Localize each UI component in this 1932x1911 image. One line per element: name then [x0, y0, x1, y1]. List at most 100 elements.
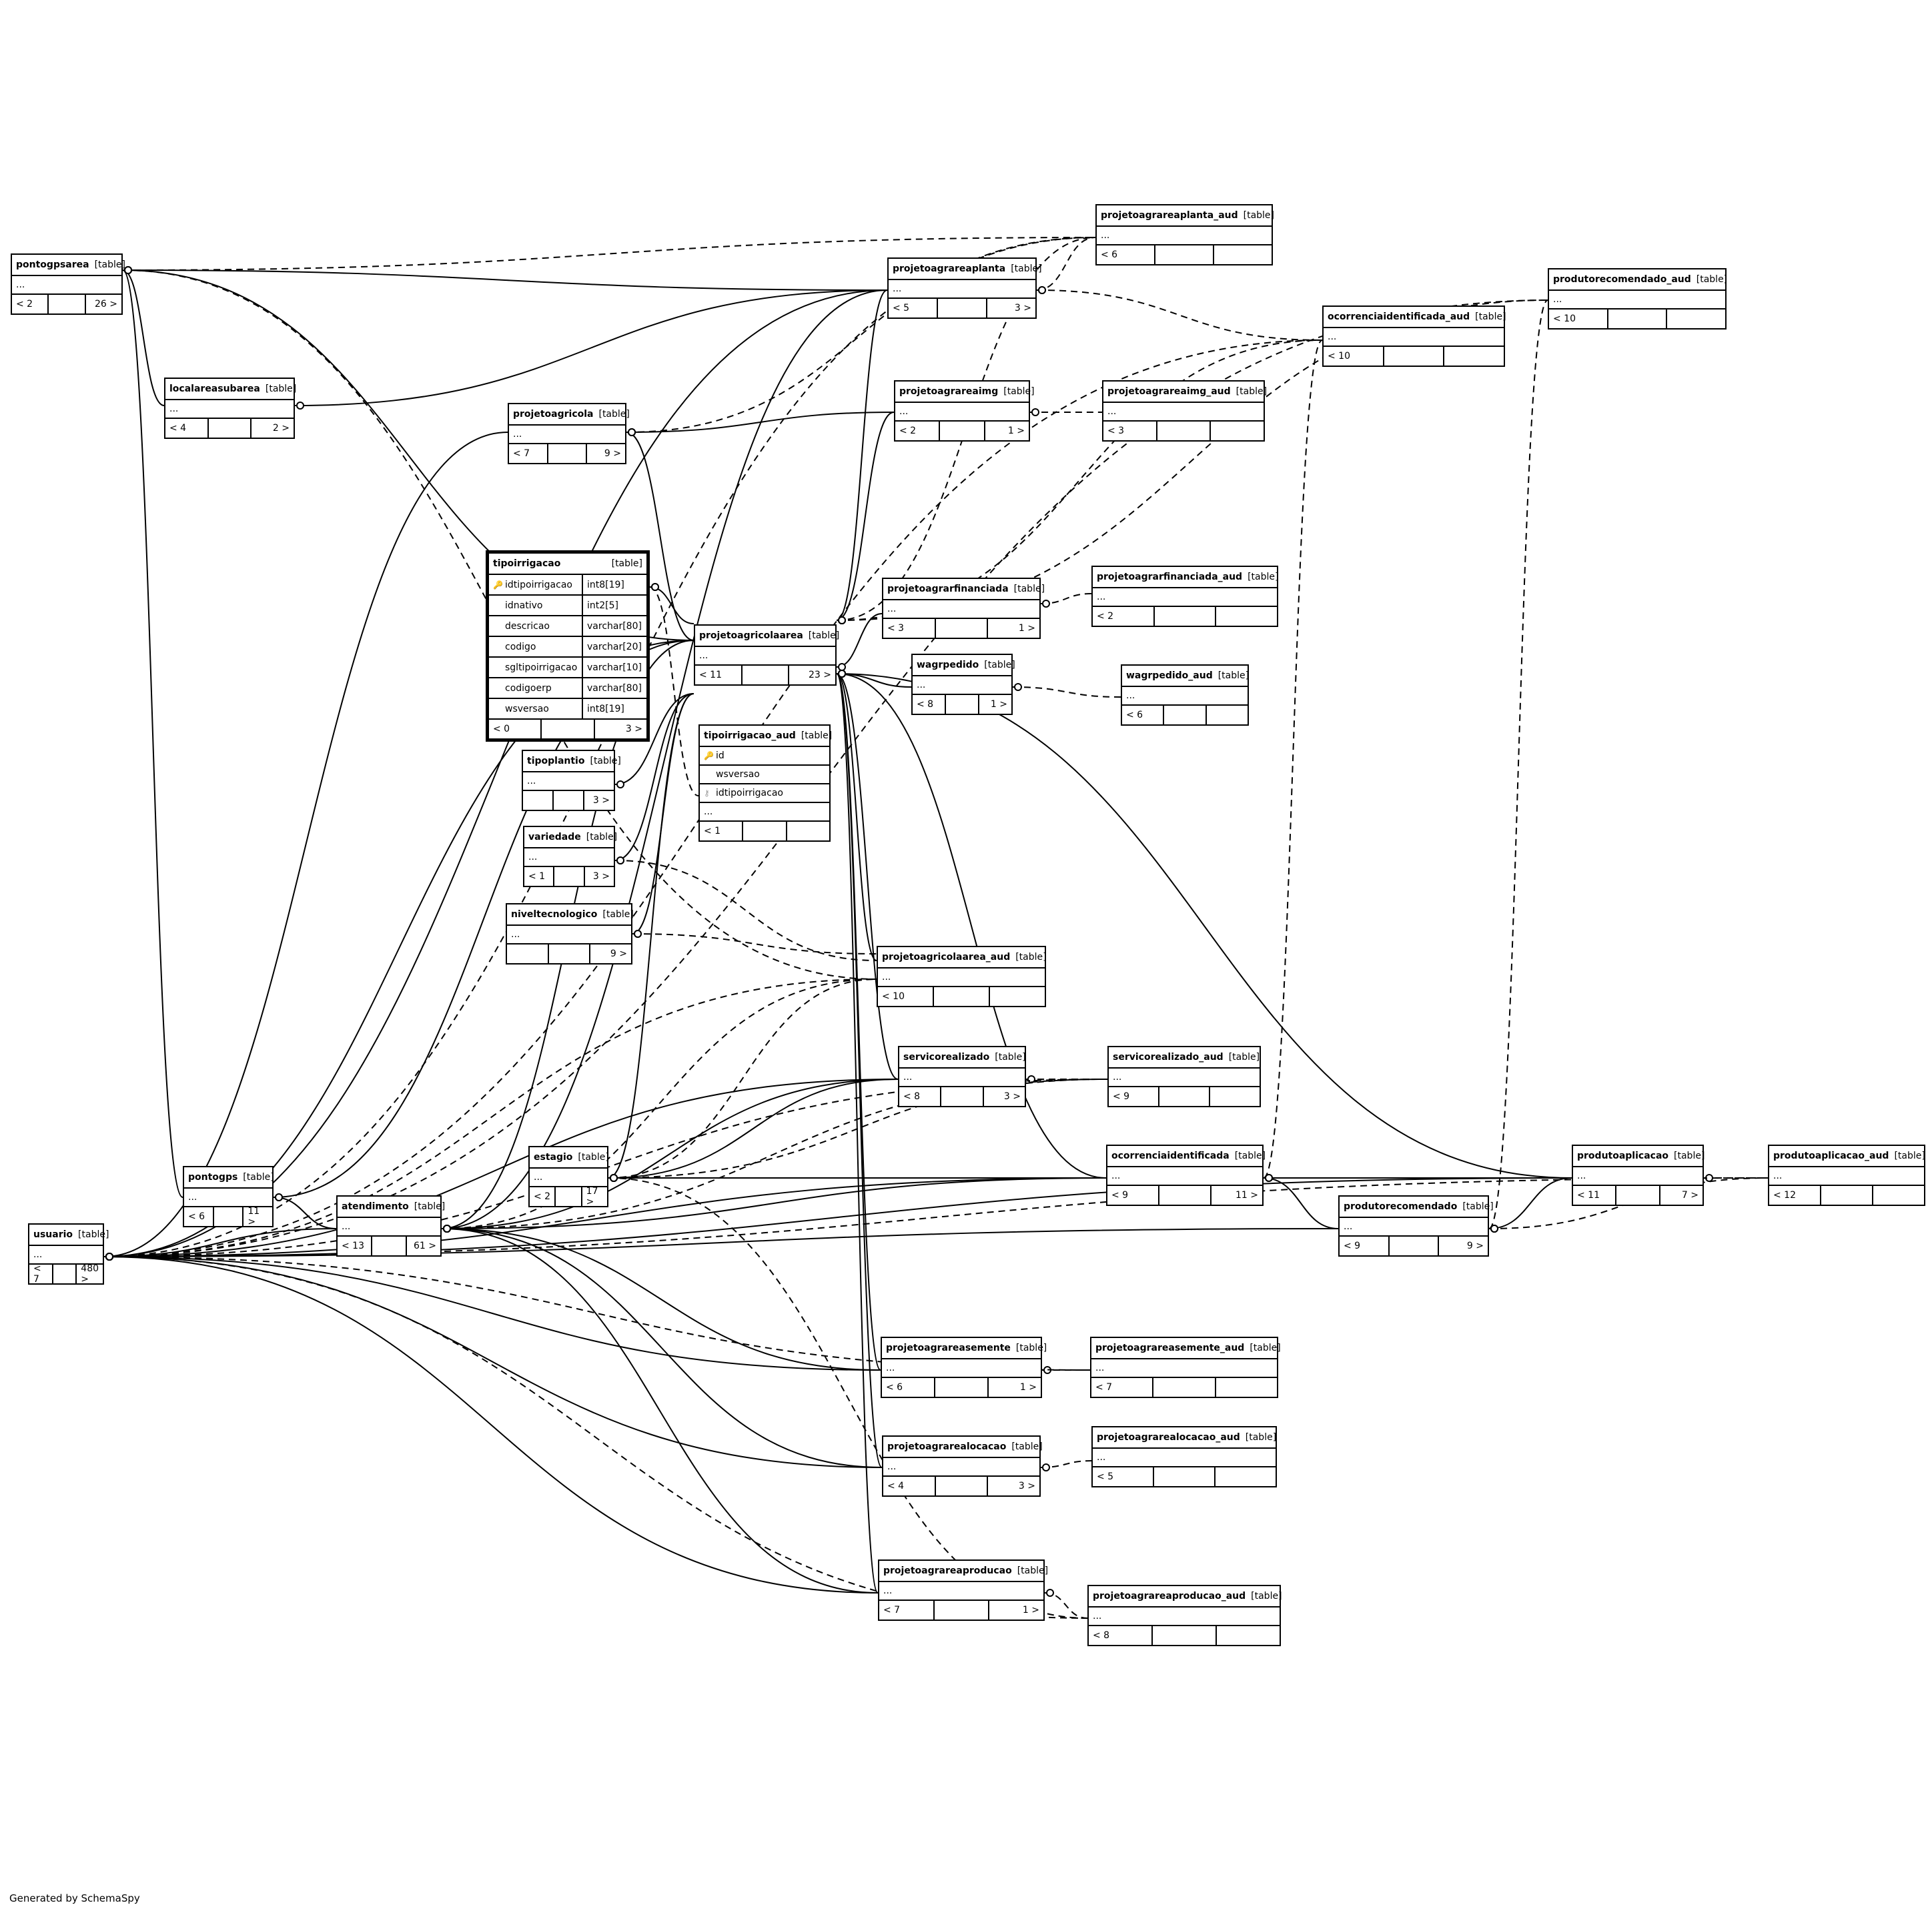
parents-count[interactable]: < 11	[1577, 1190, 1600, 1201]
parents-count[interactable]: < 3	[887, 623, 905, 634]
parents-count[interactable]: < 13	[342, 1241, 364, 1251]
table-projetoagrareaimg_aud[interactable]: projetoagrareaimg_aud[table] ... < 3	[1102, 380, 1267, 442]
parents-count[interactable]	[507, 944, 548, 963]
parents-count[interactable]: < 6	[1126, 710, 1143, 720]
table-ocorrenciaidentificada_aud[interactable]: ocorrenciaidentificada_aud[table] ... < …	[1322, 305, 1506, 367]
parents-count[interactable]: < 3	[1107, 426, 1125, 436]
children-count[interactable]: 1 >	[988, 1601, 1043, 1620]
children-count[interactable]	[1214, 1378, 1277, 1397]
parents-count[interactable]: < 12	[1773, 1190, 1796, 1201]
children-count[interactable]: 3 >	[583, 867, 614, 886]
children-count[interactable]: 1 >	[978, 695, 1011, 714]
table-produtoaplicacao_aud[interactable]: produtoaplicacao_aud[table] ... < 12	[1768, 1145, 1925, 1206]
children-count[interactable]: 9 >	[1438, 1237, 1488, 1255]
children-count[interactable]	[1214, 1467, 1276, 1486]
children-count[interactable]	[989, 987, 1045, 1006]
parents-count[interactable]: < 2	[899, 426, 917, 436]
parents-count[interactable]: < 7	[513, 448, 530, 459]
children-count[interactable]	[1205, 706, 1248, 724]
parents-count[interactable]: < 1	[528, 871, 546, 882]
children-count[interactable]: 1 >	[987, 1378, 1041, 1397]
parents-count[interactable]: < 9	[1113, 1091, 1130, 1102]
children-count[interactable]: 2 >	[250, 419, 294, 438]
children-count[interactable]: 480 >	[75, 1263, 103, 1285]
parents-count[interactable]: < 9	[1344, 1241, 1361, 1251]
parents-count[interactable]: < 10	[1553, 313, 1576, 324]
parents-count[interactable]: < 5	[893, 303, 910, 313]
parents-count[interactable]: < 1	[704, 826, 721, 836]
parents-count[interactable]: < 2	[534, 1191, 551, 1202]
children-count[interactable]: 9 >	[586, 444, 625, 463]
children-count[interactable]: 3 >	[982, 1087, 1025, 1106]
children-count[interactable]: 1 >	[987, 619, 1039, 638]
parents-count[interactable]: < 2	[1097, 611, 1114, 622]
parents-count[interactable]: < 7	[1095, 1382, 1113, 1393]
children-count[interactable]: 7 >	[1658, 1186, 1703, 1205]
parents-count[interactable]: < 8	[917, 699, 934, 710]
children-count[interactable]: 3 >	[987, 1477, 1039, 1495]
children-count[interactable]: 11 >	[1210, 1186, 1262, 1205]
parents-count[interactable]: < 7	[883, 1605, 901, 1616]
children-count[interactable]	[1872, 1186, 1924, 1205]
children-count[interactable]	[1213, 245, 1272, 264]
children-count[interactable]	[1443, 347, 1504, 366]
parents-count[interactable]: < 8	[903, 1091, 921, 1102]
children-count[interactable]: 26 >	[84, 295, 121, 313]
parents-count[interactable]: < 6	[188, 1211, 205, 1222]
table-projetoagrareaproducao_aud[interactable]: projetoagrareaproducao_aud[table] ... < …	[1087, 1585, 1282, 1646]
parents-count[interactable]: < 6	[1101, 249, 1118, 260]
children-count[interactable]	[1210, 422, 1264, 440]
parents-count[interactable]: < 7	[33, 1263, 41, 1285]
children-count[interactable]	[1209, 1087, 1260, 1106]
children-count[interactable]: 61 >	[406, 1237, 440, 1255]
children-count[interactable]	[1215, 607, 1277, 626]
table-servicorealizado_aud[interactable]: servicorealizado_aud[table] ... < 9	[1107, 1046, 1261, 1107]
children-count[interactable]	[1216, 1626, 1280, 1645]
children-count[interactable]	[785, 822, 829, 840]
parents-count[interactable]: < 2	[16, 299, 33, 309]
children-count[interactable]: 23 >	[788, 666, 835, 684]
parents-count[interactable]: < 11	[699, 670, 722, 680]
parents-count[interactable]: < 0	[493, 724, 510, 734]
table-projetoagrarealocacao_aud[interactable]: projetoagrarealocacao_aud[table] ... < 5	[1091, 1426, 1277, 1487]
children-count[interactable]: 3 >	[986, 299, 1035, 317]
table-produtorecomendado_aud[interactable]: produtorecomendado_aud[table] ... < 10	[1548, 268, 1727, 330]
table-tipoplantio[interactable]: tipoplantio[table] ... 3 >	[522, 750, 621, 811]
parents-count[interactable]: < 10	[882, 991, 905, 1002]
children-count[interactable]: 11 >	[242, 1206, 272, 1227]
table-projetoagrareasemente_aud[interactable]: projetoagrareasemente_aud[table] ... < 7	[1090, 1337, 1281, 1398]
parents-count[interactable]: < 10	[1328, 351, 1350, 362]
children-count[interactable]: 9 >	[589, 944, 631, 963]
children-count[interactable]: 3 >	[593, 720, 646, 738]
parents-count[interactable]	[523, 791, 552, 810]
table-niveltecnologico[interactable]: niveltecnologico[table] ... 9 >	[506, 903, 634, 965]
children-count[interactable]: 1 >	[983, 422, 1029, 440]
table-projetoagricolaarea_aud[interactable]: projetoagricolaarea_aud[table] ... < 10	[877, 946, 1047, 1007]
parents-count[interactable]: < 6	[886, 1382, 903, 1393]
parents-count[interactable]: < 8	[1093, 1630, 1110, 1641]
children-count[interactable]: 3 >	[583, 791, 614, 810]
children-count[interactable]	[1666, 309, 1725, 328]
table-projetoagrareaplanta_aud[interactable]: projetoagrareaplanta_aud[table] ... < 6	[1095, 204, 1274, 265]
parents-count[interactable]: < 4	[887, 1481, 905, 1491]
parents-count[interactable]: < 5	[1097, 1471, 1114, 1482]
